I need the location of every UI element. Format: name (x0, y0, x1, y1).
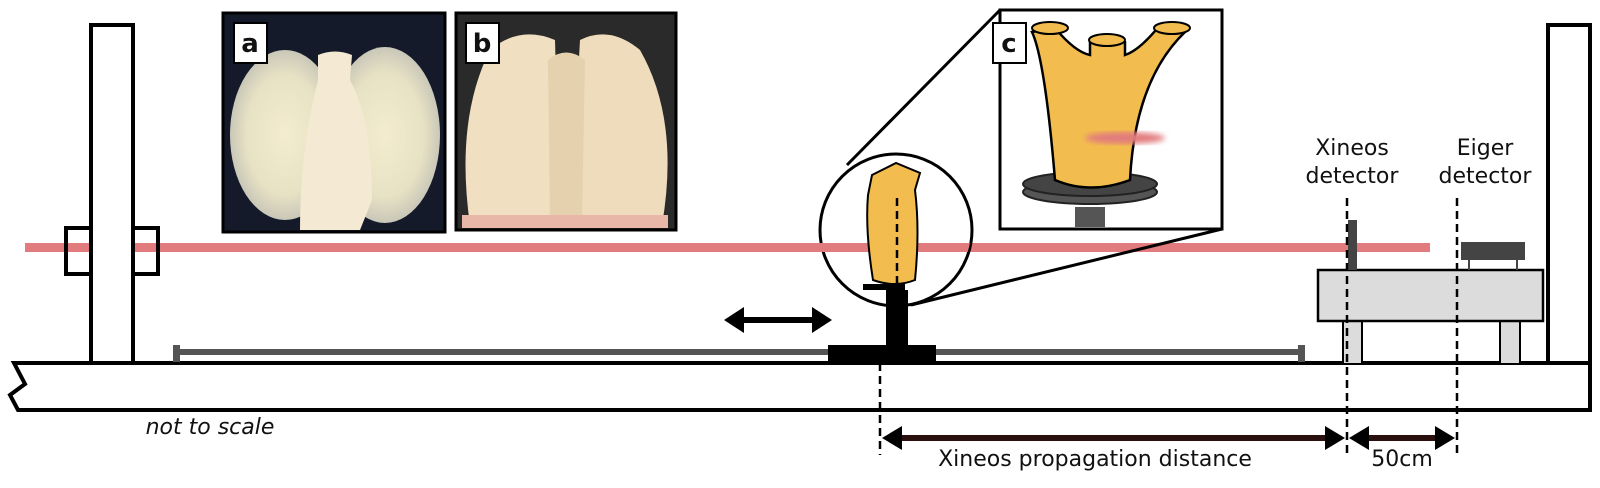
optical-bench-base (7, 361, 1592, 412)
panel-label-a: a (241, 29, 259, 59)
detector-spacing-label: 50cm (1371, 447, 1433, 472)
eiger-label-line2: detector (1439, 164, 1533, 189)
detector-table (1316, 268, 1545, 365)
sample-magnifier (780, 152, 974, 308)
inset-c-sample-closeup: c (992, 8, 1224, 231)
panel-label-b: b (473, 29, 492, 59)
not-to-scale-note: not to scale (146, 415, 275, 440)
xineos-detector (1348, 220, 1357, 270)
detector-spacing-arrow (1349, 426, 1455, 450)
photo-a-lung-phantom-airways: a (221, 11, 447, 234)
propagation-distance-label: Xineos propagation distance (938, 447, 1252, 472)
right-pillar (1546, 23, 1592, 367)
translation-rail (173, 345, 1305, 362)
photo-b-lung-phantom-cast: b (454, 11, 678, 232)
left-pillar (64, 23, 160, 367)
sample-stage (828, 284, 936, 363)
phantom-sample (866, 161, 922, 285)
eiger-label-line1: Eiger (1457, 136, 1515, 161)
propagation-distance-arrow (882, 426, 1345, 450)
xray-beam (25, 243, 1430, 252)
eiger-detector (1461, 242, 1525, 270)
xineos-label-line1: Xineos (1315, 136, 1389, 161)
translation-double-arrow (724, 307, 832, 333)
panel-label-c: c (1001, 29, 1016, 59)
xineos-label-line2: detector (1306, 164, 1400, 189)
